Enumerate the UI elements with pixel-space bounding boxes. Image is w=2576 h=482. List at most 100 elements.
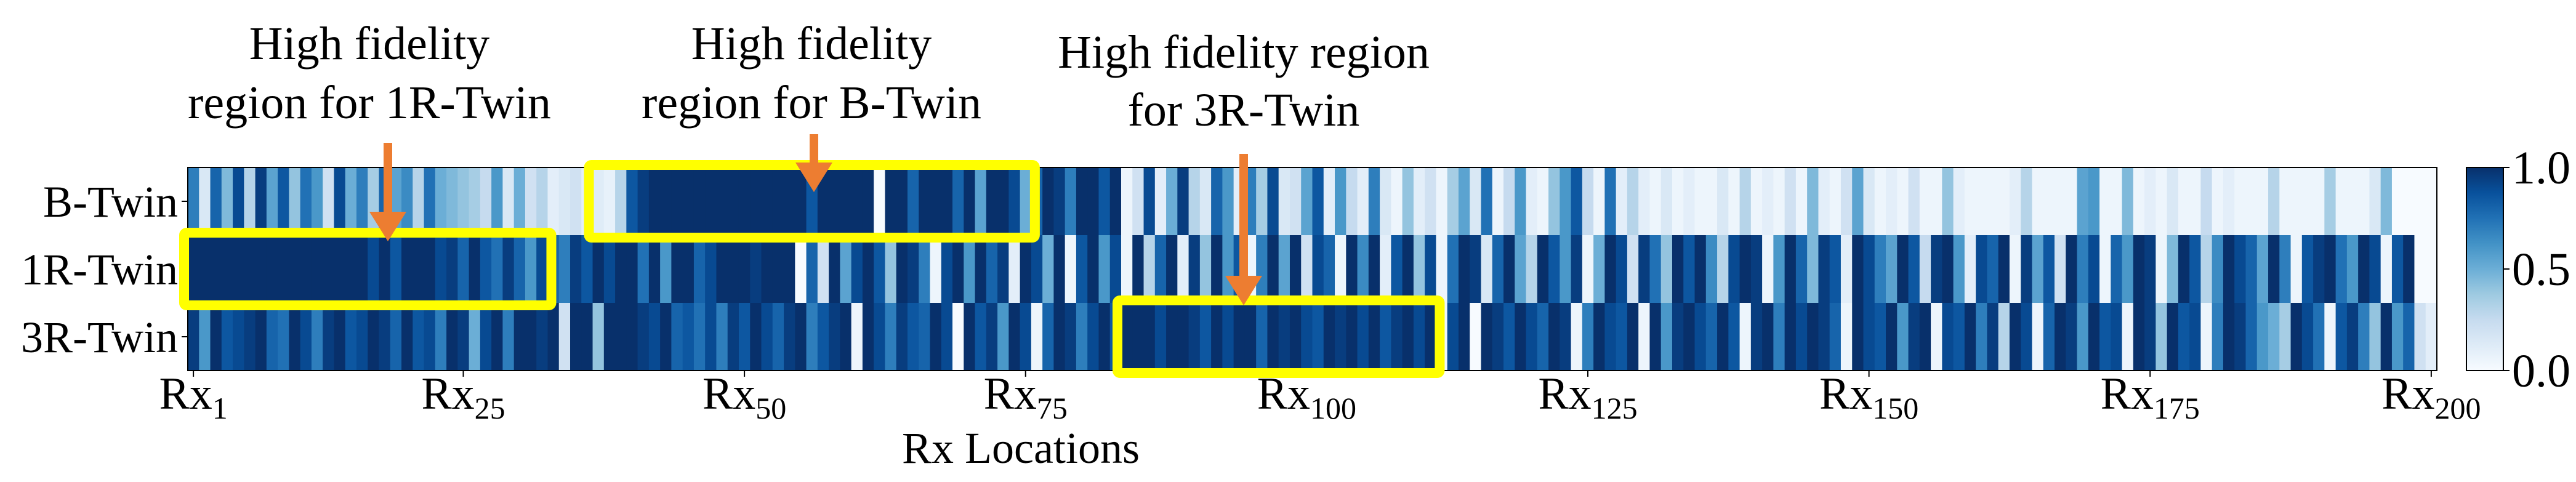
heatmap-cell (1807, 303, 1819, 371)
heatmap-cell (210, 167, 222, 235)
heatmap-cell (975, 167, 987, 235)
heatmap-cell (491, 235, 504, 303)
heatmap-cell (1481, 167, 1493, 235)
heatmap-cell (1964, 303, 1976, 371)
heatmap-cell (1795, 235, 1808, 303)
heatmap-cell (311, 303, 323, 371)
heatmap-cell (1897, 235, 1909, 303)
heatmap-cell (1132, 303, 1145, 371)
heatmap-cell (1728, 303, 1741, 371)
heatmap-cell (2200, 235, 2213, 303)
heatmap-cell (648, 235, 661, 303)
heatmap-cell (1694, 167, 1707, 235)
heatmap-cell (413, 303, 425, 371)
heatmap-cell (1503, 167, 1515, 235)
annotation-text: region for 1R-Twin (188, 77, 551, 129)
heatmap-cell (536, 303, 549, 371)
heatmap-cell (1593, 235, 1605, 303)
heatmap-cell (986, 303, 998, 371)
heatmap-cell (1166, 235, 1178, 303)
heatmap-cell (457, 167, 470, 235)
heatmap-cell (2346, 235, 2359, 303)
heatmap-cell (2021, 235, 2033, 303)
heatmap-cell (1627, 235, 1639, 303)
heatmap-cell (2077, 235, 2089, 303)
heatmap-cell (2054, 167, 2066, 235)
heatmap-cell (1548, 167, 1560, 235)
heatmap-cell (1256, 235, 1268, 303)
heatmap-cell (221, 235, 233, 303)
highlight-box (179, 228, 557, 310)
heatmap-cell (300, 235, 312, 303)
heatmap-cell (1199, 167, 1212, 235)
heatmap-cell (1582, 167, 1594, 235)
heatmap-cell (210, 235, 222, 303)
heatmap-cell (536, 235, 549, 303)
heatmap-cell (919, 235, 931, 303)
heatmap-cell (2414, 167, 2426, 235)
heatmap-cell (1222, 303, 1234, 371)
heatmap-cell (278, 235, 289, 303)
heatmap-cell (2403, 303, 2415, 371)
heatmap-cell (603, 167, 616, 235)
heatmap-cell (1447, 303, 1459, 371)
heatmap-cell (210, 303, 222, 371)
heatmap-cell (1683, 167, 1696, 235)
heatmap-cell (1098, 303, 1111, 371)
heatmap-cell (1076, 303, 1088, 371)
heatmap-cell (2324, 303, 2337, 371)
heatmap-cell (244, 167, 256, 235)
heatmap-cell (266, 303, 278, 371)
heatmap-cell (356, 235, 368, 303)
heatmap-cell (2111, 167, 2123, 235)
heatmap-cell (2279, 167, 2292, 235)
heatmap-cell (345, 167, 357, 235)
heatmap-cell (784, 303, 795, 371)
heatmap-cell (615, 235, 627, 303)
heatmap-cell (2155, 167, 2168, 235)
heatmap-cell (2178, 303, 2190, 371)
heatmap-cell (1840, 303, 1853, 371)
heatmap-cell (1638, 167, 1651, 235)
heatmap-cell (446, 303, 458, 371)
heatmap-cell (1571, 303, 1583, 371)
row-label: B-Twin (43, 177, 178, 227)
heatmap-cell (2066, 235, 2078, 303)
heatmap-cell (840, 167, 852, 235)
heatmap-cell (278, 167, 289, 235)
heatmap-cell (1795, 303, 1808, 371)
heatmap-cell (1672, 235, 1684, 303)
heatmap-cell (1301, 235, 1313, 303)
heatmap-cell (1132, 235, 1145, 303)
heatmap-cell (1886, 303, 1898, 371)
highlight-box (1112, 295, 1445, 378)
heatmap-cell (1840, 167, 1853, 235)
heatmap-cell (2099, 303, 2111, 371)
heatmap-cell (997, 235, 1009, 303)
heatmap-cell (368, 167, 380, 235)
heatmap-cell (1919, 167, 1931, 235)
heatmap-cell (1143, 235, 1156, 303)
heatmap-cell (570, 167, 582, 235)
x-tick-label: Rx50 (702, 369, 786, 425)
heatmap-cell (1301, 303, 1313, 371)
heatmap-cell (1886, 167, 1898, 235)
heatmap-cell (199, 235, 211, 303)
heatmap-cell (2403, 167, 2415, 235)
heatmap-cell (1807, 167, 1819, 235)
heatmap-cell (772, 235, 784, 303)
heatmap-cell (368, 235, 380, 303)
heatmap-cell (1638, 235, 1651, 303)
heatmap-cell (1773, 167, 1785, 235)
heatmap-cell (885, 167, 897, 235)
heatmap-cell (2313, 167, 2325, 235)
heatmap-cell (1335, 167, 1346, 235)
heatmap-cell (2144, 167, 2156, 235)
heatmap-cell (603, 235, 616, 303)
heatmap-cell (1380, 303, 1391, 371)
heatmap-cell (727, 235, 739, 303)
heatmap-cell (907, 303, 919, 371)
heatmap-cell (2256, 303, 2269, 371)
heatmap-cell (1492, 303, 1504, 371)
